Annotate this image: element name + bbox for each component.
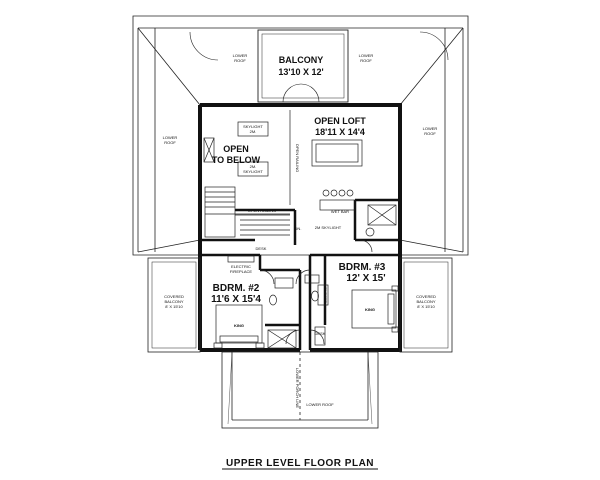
covered-balcony-right-3: 8' X 15'10 (417, 304, 435, 309)
lower-porch-line-label: LOWER PORCH LINE (295, 368, 300, 409)
covered-balcony-left-2: BALCONY (164, 299, 183, 304)
skylight-2m-label: 2M SKYLIGHT (315, 225, 342, 230)
skylight-top-2: 2M. (250, 129, 257, 134)
covered-balconies (147, 257, 453, 353)
balcony-area (257, 29, 349, 103)
open-to-below-line2: TO BELOW (212, 155, 261, 165)
open-loft-name: OPEN LOFT (314, 116, 366, 126)
balcony-size: 13'10 X 12' (278, 67, 323, 77)
skylight-bottom-2: SKYLIGHT (243, 169, 263, 174)
lower-porch-roof (221, 351, 379, 429)
lower-roof-left-1: LOWER (163, 135, 178, 140)
lower-roof-bottom: LOWER ROOF (306, 402, 334, 407)
lower-roof-right-1: LOWER (423, 126, 438, 131)
door-swings-top (189, 31, 449, 61)
lower-roof-top-right-1: LOWER (359, 53, 374, 58)
balcony-name: BALCONY (279, 55, 324, 65)
skylight-top-1: SKYLIGHT (243, 124, 263, 129)
roof-outline (132, 15, 469, 256)
desk-label-left: DESK (256, 246, 267, 251)
lower-roof-top-right-2: ROOF (360, 58, 372, 63)
plan-title: UPPER LEVEL FLOOR PLAN (226, 458, 374, 469)
bedroom-2-size: 11'6 X 15'4 (211, 294, 261, 305)
bedroom-2-bed: KING (234, 323, 244, 328)
desk-label-right: DESK (315, 331, 326, 336)
bedroom-3-name: BDRM. #3 (339, 262, 386, 273)
open-railing-vertical: OPEN RAILING (295, 144, 300, 172)
covered-balcony-right-1: COVERED (416, 294, 436, 299)
open-to-below-line1: OPEN (223, 144, 249, 154)
lower-roof-top-left-1: LOWER (233, 53, 248, 58)
electric-fireplace-1: ELECTRIC (231, 264, 251, 269)
lower-roof-top-left-2: ROOF (234, 58, 246, 63)
interior-details (203, 110, 399, 349)
interior-walls (200, 198, 400, 350)
covered-balcony-left-3: 8' X 15'10 (165, 304, 183, 309)
covered-balcony-right-2: BALCONY (416, 299, 435, 304)
bedroom-2-name: BDRM. #2 (213, 283, 260, 294)
wet-bar-label: WET BAR (331, 209, 349, 214)
lower-roof-left-2: ROOF (164, 140, 176, 145)
open-loft-size: 18'11 X 14'4 (315, 127, 365, 137)
open-railing-horizontal: OPEN RAILING (248, 208, 276, 213)
lower-roof-right-2: ROOF (424, 131, 436, 136)
bedroom-3-bed: KING (365, 307, 375, 312)
bedroom-3-size: 12' X 15' (346, 273, 385, 284)
closet-label: CLOSET (323, 287, 328, 304)
skylight-bottom-1: 2M. (250, 164, 257, 169)
covered-balcony-left-1: COVERED (164, 294, 184, 299)
electric-fireplace-2: FIREPLACE (230, 269, 253, 274)
dn-label: DN. (295, 226, 302, 231)
